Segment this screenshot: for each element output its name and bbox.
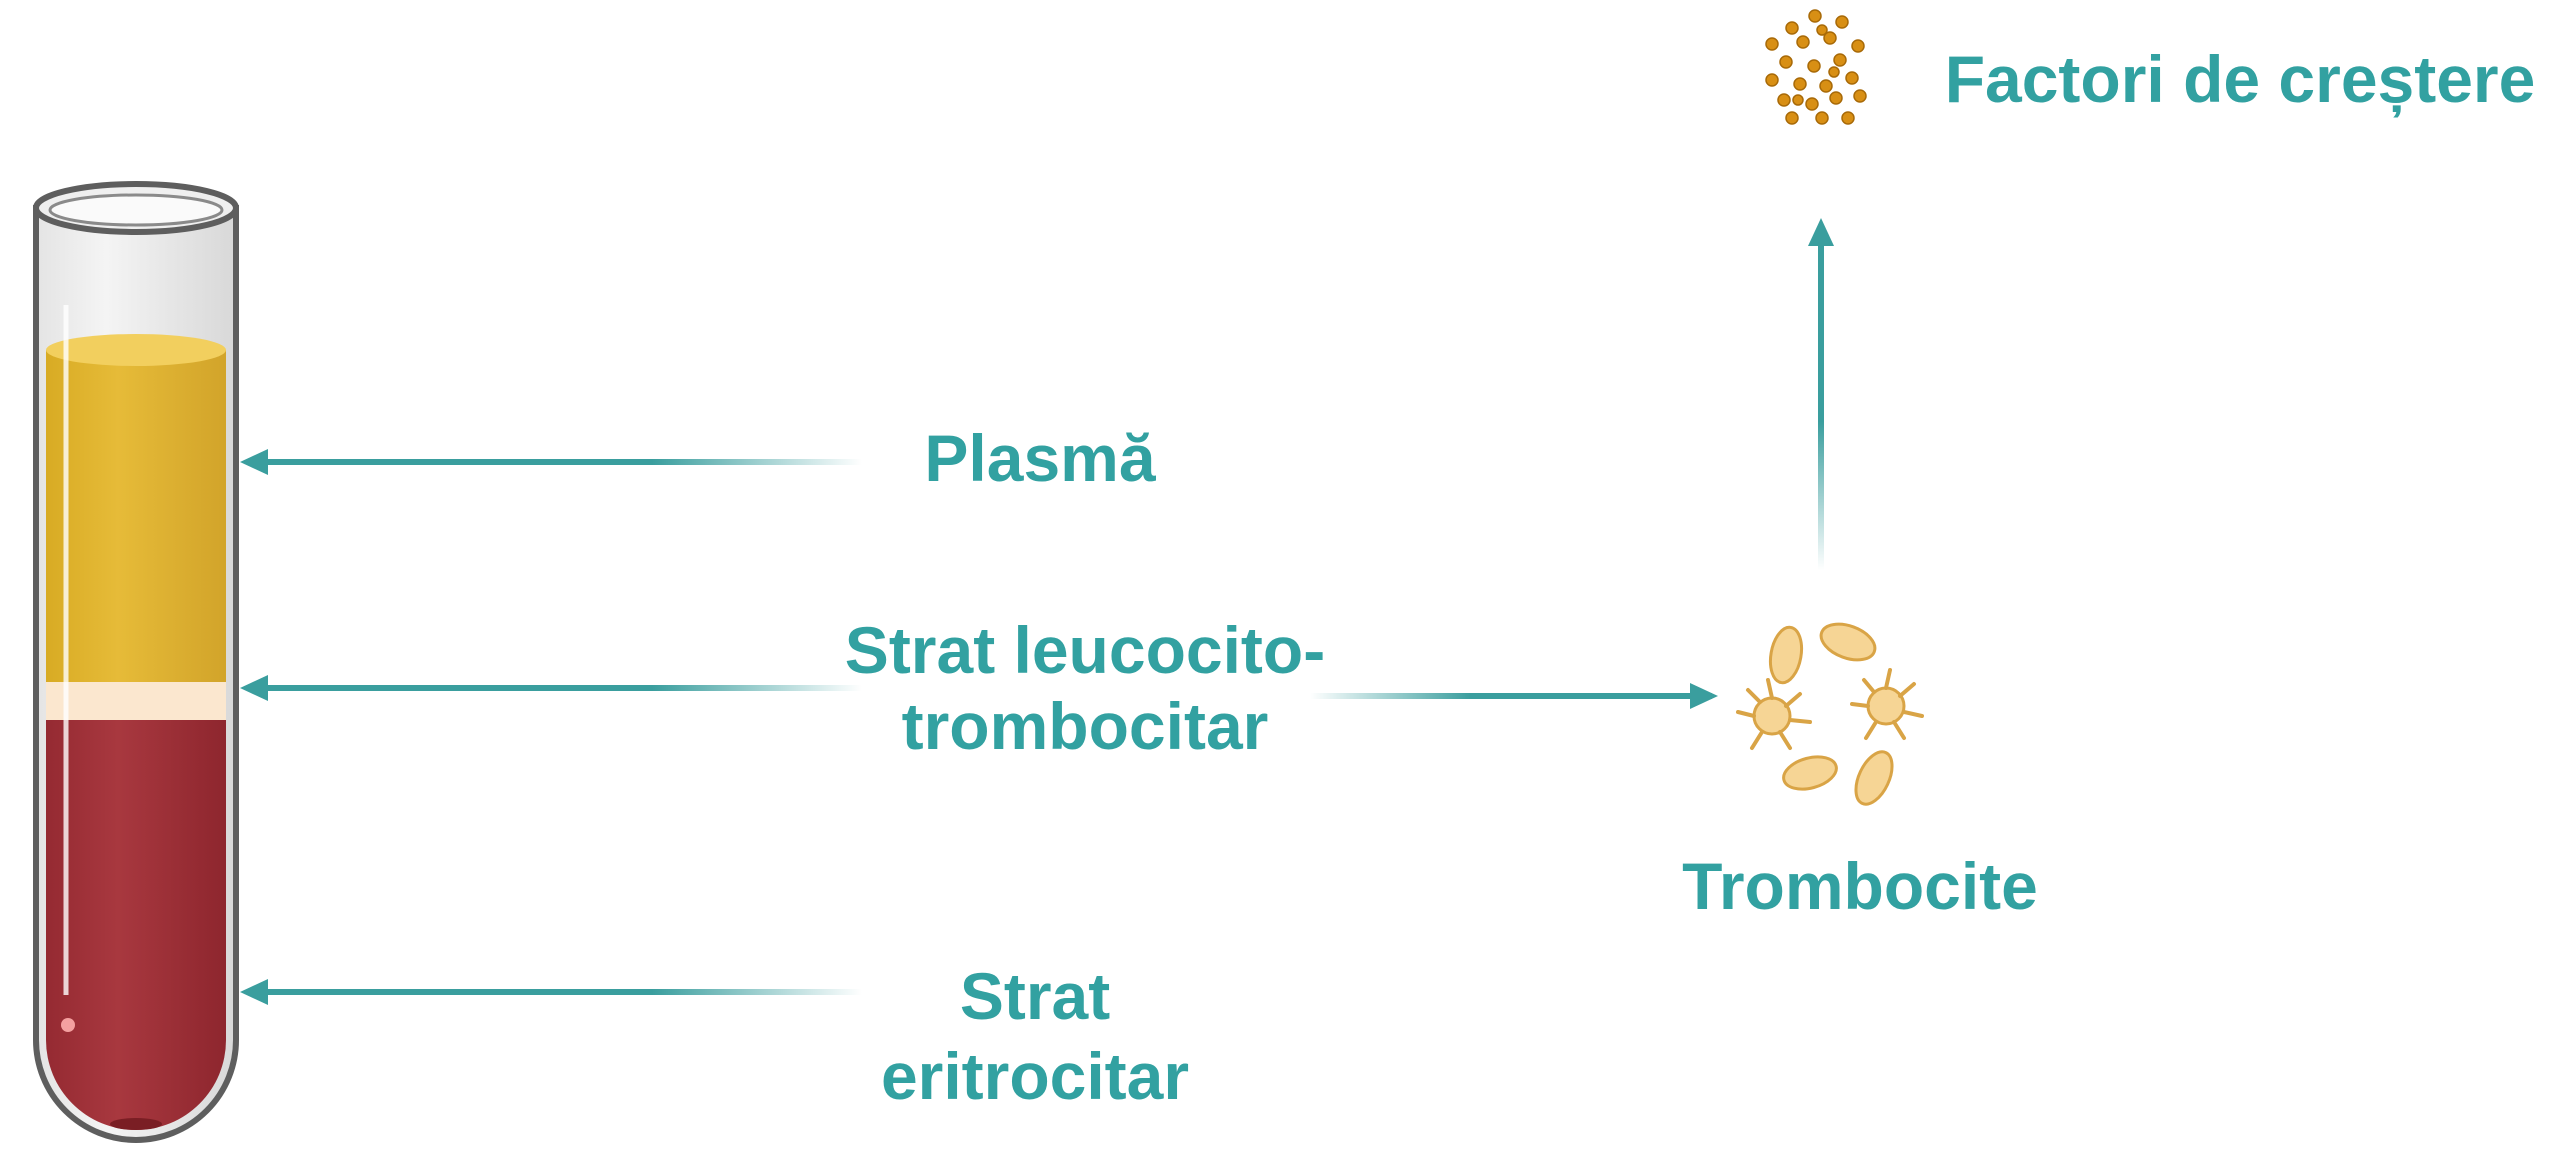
arrow-to-platelets-shaft	[1310, 693, 1712, 699]
arrow-to-growth-shaft	[1818, 240, 1824, 570]
red-cell-layer	[46, 720, 226, 1130]
plasma-surface	[46, 334, 226, 366]
label-growth-factors-text: Factori de creștere	[1944, 42, 2536, 116]
arrow-buffy-head	[240, 675, 268, 701]
growth-factors-icon	[1765, 9, 1867, 125]
tube-rim-inner	[48, 193, 224, 227]
label-buffy-coat-line1: Strat leucocito-	[844, 613, 1326, 687]
activated-platelet	[1736, 678, 1812, 750]
arrow-plasma-shaft	[262, 459, 862, 465]
arrow-buffy-shaft	[262, 685, 862, 691]
tube-highlight-dot	[61, 1018, 75, 1032]
plasma-layer	[46, 350, 226, 682]
arrow-icon	[240, 218, 1834, 1005]
label-buffy-coat: Strat leucocito- trombocitar	[800, 617, 1370, 759]
arrow-rbc-head	[240, 979, 268, 1005]
label-platelets-text: Trombocite	[1682, 849, 2038, 923]
label-red-cells-line1: Strat	[959, 959, 1111, 1033]
activated-platelet	[1850, 668, 1924, 740]
label-plasma-text: Plasmă	[924, 421, 1156, 495]
label-red-cells: Strat eritrocitar	[850, 963, 1220, 1109]
label-red-cells-line2: eritrocitar	[880, 1039, 1190, 1113]
buffy-coat-layer	[46, 682, 226, 720]
label-platelets: Trombocite	[1640, 853, 2080, 919]
platelets-icon	[1736, 622, 1924, 806]
tube-bottom-shadow	[110, 1118, 162, 1130]
test-tube-icon	[33, 181, 239, 1143]
label-buffy-coat-line2: trombocitar	[901, 689, 1269, 763]
arrow-to-platelets-head	[1690, 683, 1718, 709]
arrow-plasma-head	[240, 449, 268, 475]
arrow-to-growth-head	[1808, 218, 1834, 246]
label-growth-factors: Factori de creștere	[1940, 46, 2540, 112]
arrow-rbc-shaft	[262, 989, 862, 995]
label-plasma: Plasmă	[880, 425, 1200, 491]
